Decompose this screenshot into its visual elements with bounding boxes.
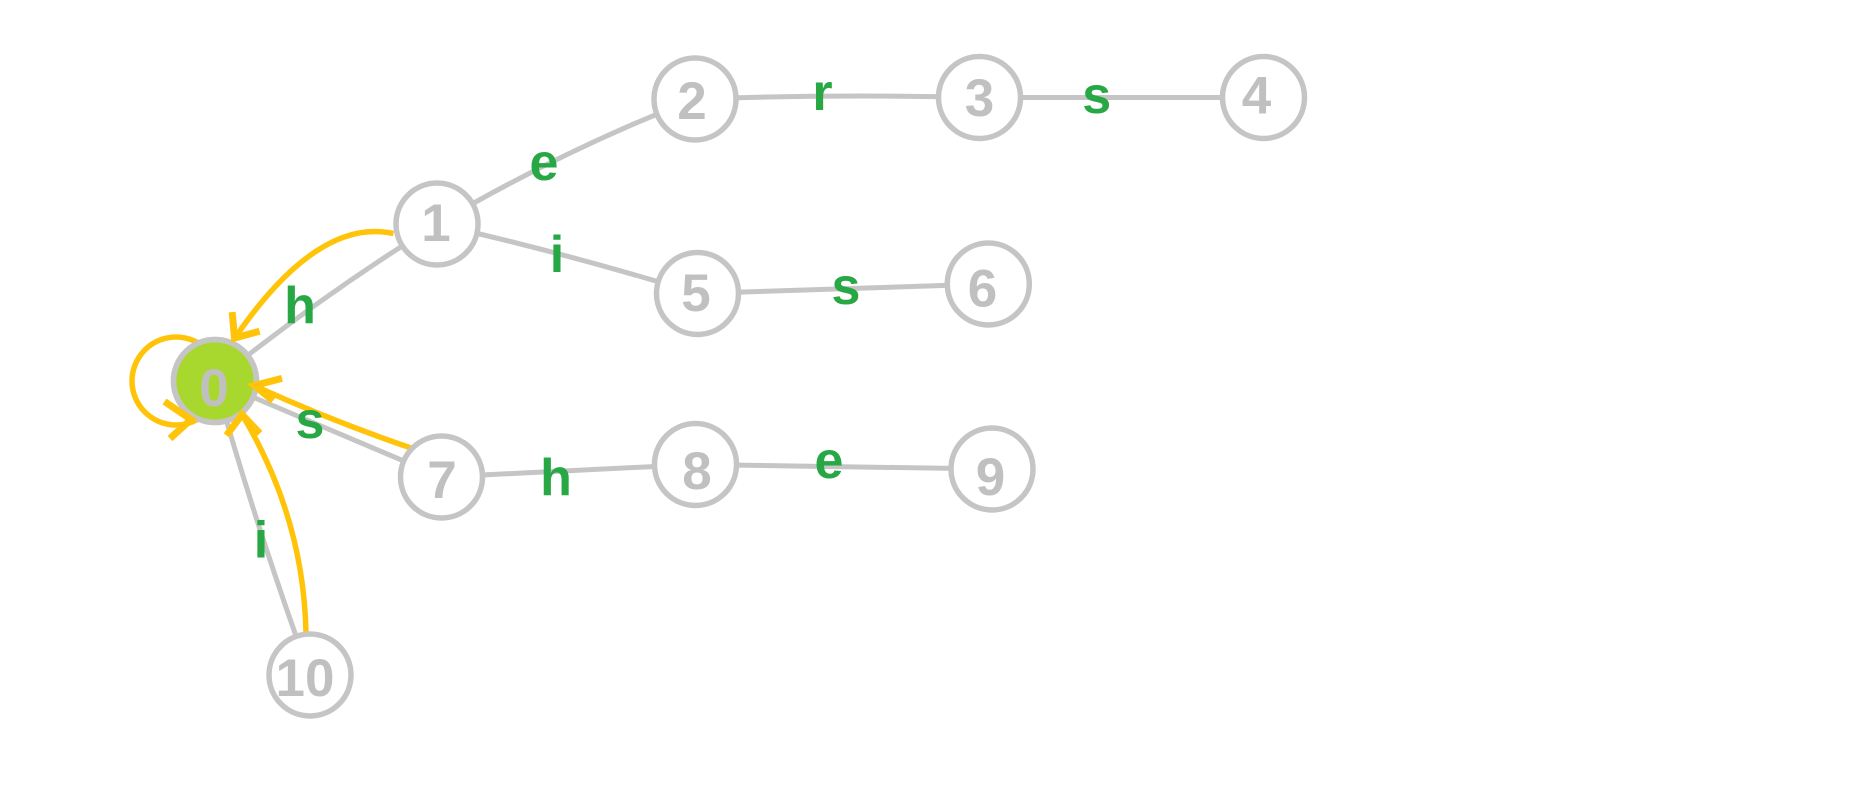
svg-text:r: r [812, 64, 832, 122]
svg-text:2: 2 [677, 72, 706, 131]
svg-text:s: s [1082, 67, 1111, 125]
svg-text:h: h [284, 277, 316, 335]
svg-text:8: 8 [682, 442, 711, 501]
svg-text:e: e [815, 432, 844, 490]
svg-text:h: h [540, 449, 572, 507]
svg-text:3: 3 [965, 69, 994, 128]
svg-text:10: 10 [276, 649, 335, 708]
svg-text:7: 7 [427, 451, 456, 510]
svg-text:5: 5 [681, 264, 710, 323]
svg-text:s: s [832, 258, 861, 316]
svg-text:9: 9 [976, 448, 1005, 507]
svg-text:6: 6 [968, 260, 997, 319]
svg-text:e: e [530, 134, 559, 192]
svg-text:i: i [550, 226, 564, 284]
svg-text:0: 0 [199, 359, 228, 418]
svg-text:4: 4 [1242, 67, 1272, 126]
svg-text:1: 1 [421, 194, 450, 253]
svg-text:i: i [254, 512, 268, 570]
svg-text:s: s [296, 392, 325, 450]
